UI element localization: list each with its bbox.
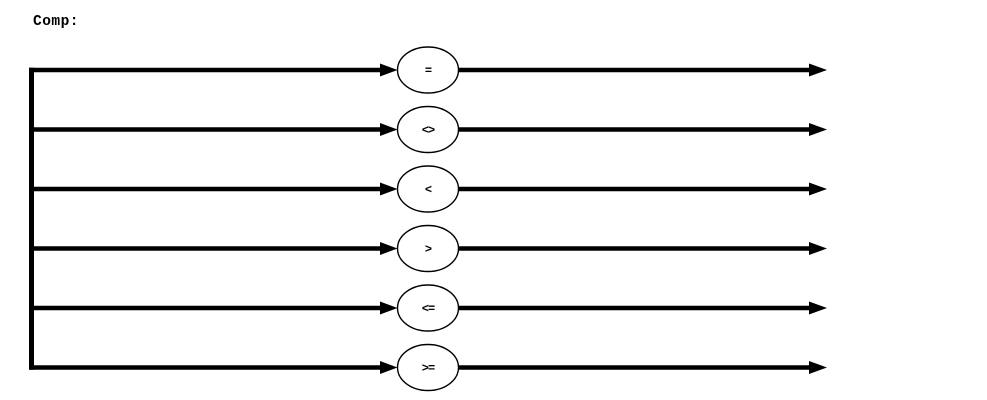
branch-row: =	[29, 46, 827, 94]
arrowhead-icon	[380, 182, 398, 196]
operator-label: <	[425, 183, 432, 197]
arrowhead-icon	[809, 123, 827, 136]
branch-row: <	[29, 165, 827, 213]
operator-label: =	[425, 64, 432, 78]
operator-label: <=	[422, 302, 435, 316]
arrowhead-icon	[809, 182, 827, 196]
operator-label: >	[425, 243, 432, 257]
operator-label: <>	[422, 124, 435, 138]
arrowhead-icon	[380, 301, 398, 315]
arrowhead-icon	[809, 63, 827, 77]
branch-row: <>	[29, 105, 827, 154]
arrowhead-icon	[809, 301, 827, 315]
diagram-rows: =<><><=>=	[29, 46, 827, 392]
branch-row: >	[29, 224, 827, 273]
diagram-title: Comp:	[33, 14, 80, 30]
arrowhead-icon	[380, 123, 398, 136]
operator-label: >=	[422, 362, 435, 376]
branch-row: <=	[29, 284, 827, 332]
arrowhead-icon	[809, 361, 827, 374]
arrowhead-icon	[380, 242, 398, 255]
arrowhead-icon	[380, 63, 398, 77]
branch-row: >=	[29, 343, 827, 392]
arrowhead-icon	[380, 361, 398, 374]
arrowhead-icon	[809, 242, 827, 255]
